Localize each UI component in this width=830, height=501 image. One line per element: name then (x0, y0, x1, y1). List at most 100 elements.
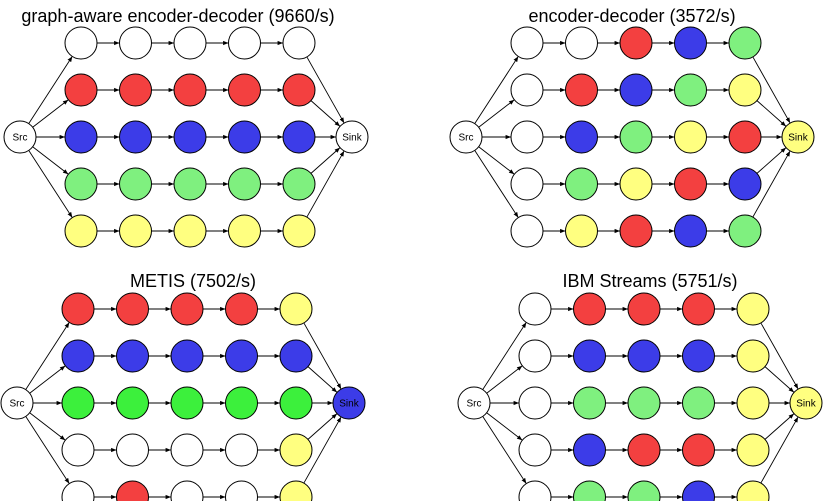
operator-node-red (682, 292, 715, 326)
flow-edge (474, 150, 519, 218)
source-node-label: Src (10, 399, 25, 410)
operator-node-yellow (119, 214, 152, 248)
operator-node-red (282, 73, 316, 107)
operator-node-green (674, 73, 707, 107)
operator-node-blue (674, 214, 707, 248)
operator-node-white (116, 433, 149, 467)
operator-node-bright_green (279, 386, 313, 420)
operator-node-yellow (736, 433, 770, 467)
operator-node-yellow (282, 214, 316, 248)
flow-edge (486, 412, 523, 441)
operator-node-blue (173, 120, 207, 154)
operator-node-blue (279, 339, 313, 373)
operator-node-green (64, 167, 98, 201)
operator-node-green (119, 167, 152, 201)
operator-node-white (119, 26, 152, 60)
source-node (457, 386, 491, 420)
operator-node-white (170, 433, 204, 467)
flow-edge (752, 56, 791, 124)
sink-node-label: Sink (339, 399, 359, 410)
operator-node-white (282, 26, 316, 60)
operator-node-red (682, 433, 715, 467)
flow-edge (478, 146, 515, 175)
sink-node (789, 386, 823, 420)
flow-edge (32, 99, 69, 128)
panel-title: graph-aware encoder-decoder (9660/s) (21, 6, 334, 26)
operator-node-green (173, 167, 207, 201)
operator-node-red (173, 73, 207, 107)
flow-edge (752, 150, 791, 218)
flow-edge (303, 322, 342, 390)
operator-node-yellow (279, 433, 313, 467)
operator-node-white (61, 433, 95, 467)
operator-node-blue (282, 120, 316, 154)
operator-node-yellow (736, 292, 770, 326)
operator-node-white (510, 214, 544, 248)
operator-node-red (228, 73, 261, 107)
operator-node-blue (728, 167, 762, 201)
operator-node-green (228, 167, 261, 201)
operator-node-yellow (619, 167, 653, 201)
operator-node-blue (573, 433, 606, 467)
flow-edge (764, 413, 795, 440)
operator-node-yellow (736, 480, 770, 501)
operator-node-yellow (228, 214, 261, 248)
flow-edge (32, 146, 69, 175)
operator-node-blue (225, 339, 258, 373)
flow-edge (760, 416, 799, 484)
operator-node-white (170, 480, 204, 501)
panel-title: IBM Streams (5751/s) (562, 271, 737, 291)
operator-node-white (173, 26, 207, 60)
source-node-label: Src (459, 133, 474, 144)
operator-node-red (674, 167, 707, 201)
flow-edge (482, 416, 527, 484)
source-node-label: Src (13, 133, 28, 144)
operator-node-white (510, 26, 544, 60)
operator-node-blue (674, 26, 707, 60)
flow-edge (306, 150, 345, 218)
operator-node-bright_green (61, 386, 95, 420)
operator-node-blue (119, 120, 152, 154)
flow-edge (303, 416, 342, 484)
sink-node-label: Sink (788, 133, 808, 144)
flow-edge (482, 322, 527, 390)
operator-node-green (619, 120, 653, 154)
flow-edge (764, 366, 795, 393)
operator-node-red (225, 292, 258, 326)
operator-node-blue (170, 339, 204, 373)
operator-node-white (64, 26, 98, 60)
operator-node-blue (61, 339, 95, 373)
operator-node-white (225, 480, 258, 501)
flow-edge (307, 366, 338, 393)
operator-node-white (510, 73, 544, 107)
operator-node-red (728, 120, 762, 154)
flow-edge (28, 150, 73, 218)
operator-node-blue (64, 120, 98, 154)
flow-edge (486, 365, 523, 394)
operator-node-green (573, 480, 606, 501)
operator-node-bright_green (116, 386, 149, 420)
panel-title: encoder-decoder (3572/s) (528, 6, 735, 26)
operator-node-red (170, 292, 204, 326)
operator-node-white (518, 480, 552, 501)
operator-node-white (518, 386, 552, 420)
operator-node-green (728, 214, 762, 248)
operator-node-green (728, 26, 762, 60)
sink-node (335, 120, 369, 154)
operator-node-green (573, 386, 606, 420)
operator-node-green (282, 167, 316, 201)
operator-node-yellow (728, 73, 762, 107)
operator-node-yellow (565, 214, 598, 248)
source-node (0, 386, 34, 420)
flow-edge (756, 147, 787, 174)
operator-node-red (116, 292, 149, 326)
operator-node-yellow (736, 386, 770, 420)
sink-node-label: Sink (342, 133, 362, 144)
source-node (449, 120, 483, 154)
operator-node-green (627, 480, 661, 501)
flow-edge (760, 322, 799, 390)
sink-node (781, 120, 815, 154)
operator-node-white (228, 26, 261, 60)
